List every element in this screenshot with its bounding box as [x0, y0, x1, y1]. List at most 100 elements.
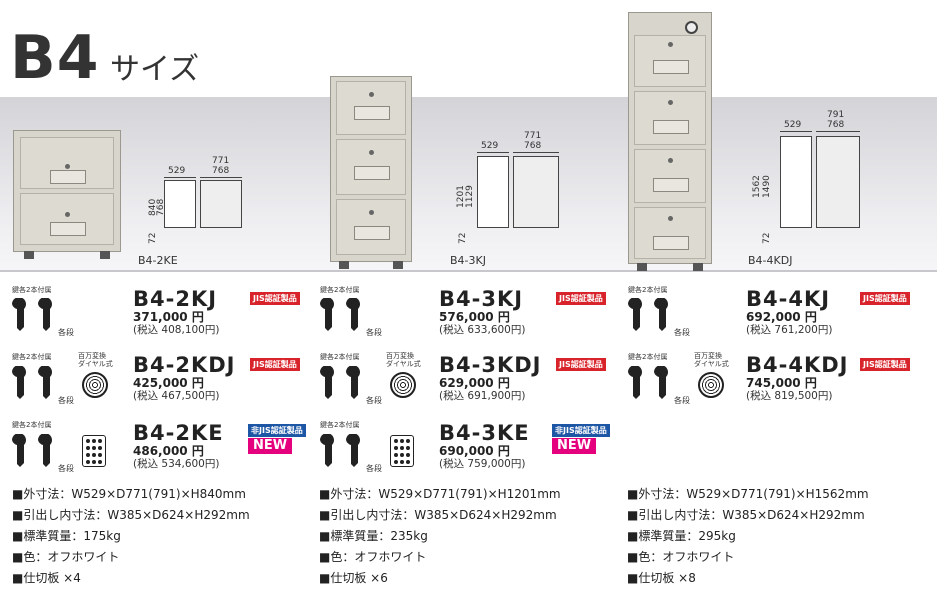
each-tier-label: 各段 [674, 328, 690, 337]
each-tier-label: 各段 [366, 328, 382, 337]
keypad-icon [390, 435, 414, 467]
spec-line: ■引出し内寸法：W385×D624×H292mm [319, 508, 557, 522]
product-price-tax: (税込 819,500円) [746, 390, 833, 402]
dial-label: 百万変換 ダイヤル式 [694, 352, 729, 368]
product-price: 745,000 円 [746, 376, 817, 390]
spec-list-4: ■外寸法：W529×D771(791)×H1562mm ■引出し内寸法：W385… [627, 484, 869, 589]
dim-line [477, 152, 509, 153]
cabinet-drawer [633, 91, 707, 145]
product-column-4: 鍵各2本付属 各段 B4-4KJ 692,000 円 (税込 761,200円)… [616, 280, 937, 480]
cabinet-drawer [633, 207, 707, 259]
size-title-suffix: サイズ [110, 52, 200, 87]
dim-base: 72 [762, 232, 772, 244]
each-tier-label: 各段 [58, 328, 74, 337]
keys-included-label: 鍵各2本付属 [628, 286, 668, 294]
product-model: B4-2KDJ [133, 353, 236, 377]
size-title: B4 [10, 23, 100, 93]
product-price-tax: (税込 691,900円) [439, 390, 526, 402]
product-model: B4-3KE [439, 421, 530, 445]
dim-depth-b: 768 [827, 120, 845, 130]
product-column-3: 鍵各2本付属 各段 B4-3KJ 576,000 円 (税込 633,600円)… [308, 280, 618, 480]
dial-lock-icon [685, 21, 698, 34]
cabinet-drawer [335, 81, 407, 135]
cabinet-drawer [633, 35, 707, 87]
dim-height-a: 1562 [752, 175, 762, 198]
cabinet-image-4-drawer [628, 12, 712, 271]
cabinet-caption: B4-4KDJ [748, 254, 793, 267]
key-icon [320, 298, 360, 331]
spec-line: ■色：オフホワイト [12, 550, 120, 564]
jis-badge: JIS認証製品 [860, 292, 910, 305]
spec-list-2: ■外寸法：W529×D771(791)×H840mm ■引出し内寸法：W385×… [12, 484, 250, 589]
front-view-diagram [477, 156, 509, 228]
spec-line: ■標準質量：175kg [12, 529, 121, 543]
dim-line [780, 131, 812, 132]
each-tier-label: 各段 [58, 396, 74, 405]
each-tier-label: 各段 [366, 396, 382, 405]
dim-depth-b: 768 [524, 141, 542, 151]
keys-included-label: 鍵各2本付属 [320, 421, 360, 429]
side-view-diagram [816, 136, 860, 228]
product-price-tax: (税込 633,600円) [439, 324, 526, 336]
spec-line: ■色：オフホワイト [319, 550, 427, 564]
product-model: B4-3KJ [439, 287, 524, 311]
spec-line: ■引出し内寸法：W385×D624×H292mm [12, 508, 250, 522]
product-price-tax: (税込 408,100円) [133, 324, 220, 336]
keys-included-label: 鍵各2本付属 [12, 286, 52, 294]
keys-included-label: 鍵各2本付属 [628, 353, 668, 361]
product-price: 371,000 円 [133, 310, 204, 324]
non-jis-badge: 非JIS認証製品 [552, 424, 610, 437]
product-model: B4-4KJ [746, 287, 831, 311]
keys-included-label: 鍵各2本付属 [320, 353, 360, 361]
dim-depth-a: 771 [212, 156, 230, 166]
spec-line: ■仕切板 ×4 [12, 571, 81, 585]
key-icon [320, 366, 360, 399]
jis-badge: JIS認証製品 [556, 358, 606, 371]
key-icon [628, 366, 668, 399]
product-price-tax: (税込 534,600円) [133, 458, 220, 470]
spec-line: ■標準質量：295kg [627, 529, 736, 543]
key-icon [320, 434, 360, 467]
product-price: 629,000 円 [439, 376, 510, 390]
floor-line [0, 270, 937, 272]
product-price: 425,000 円 [133, 376, 204, 390]
dial-label: 百万変換 ダイヤル式 [386, 352, 421, 368]
cabinet-drawer [335, 139, 407, 195]
dim-line [816, 131, 860, 132]
cabinet-image-3-drawer [330, 76, 412, 269]
cabinet-drawer [633, 149, 707, 203]
key-icon [628, 298, 668, 331]
dim-depth-b: 768 [212, 166, 230, 176]
each-tier-label: 各段 [58, 464, 74, 473]
spec-line: ■外寸法：W529×D771(791)×H1562mm [627, 487, 869, 501]
dim-base: 72 [458, 232, 468, 244]
product-price-tax: (税込 759,000円) [439, 458, 526, 470]
product-column-2: 鍵各2本付属 各段 B4-2KJ 371,000 円 (税込 408,100円)… [0, 280, 310, 480]
jis-badge: JIS認証製品 [250, 292, 300, 305]
spec-line: ■外寸法：W529×D771(791)×H840mm [12, 487, 246, 501]
new-badge: NEW [552, 438, 597, 454]
dim-depth-a: 791 [827, 110, 845, 120]
spec-line: ■仕切板 ×6 [319, 571, 388, 585]
cabinet-drawer [20, 137, 114, 189]
product-model: B4-2KJ [133, 287, 218, 311]
dim-line [164, 177, 196, 178]
each-tier-label: 各段 [674, 396, 690, 405]
spec-line: ■仕切板 ×8 [627, 571, 696, 585]
product-price: 486,000 円 [133, 444, 204, 458]
product-price: 690,000 円 [439, 444, 510, 458]
dim-width: 529 [784, 120, 802, 130]
dim-line [513, 152, 559, 153]
jis-badge: JIS認証製品 [250, 358, 300, 371]
side-view-diagram [513, 156, 559, 228]
dial-label: 百万変換 ダイヤル式 [78, 352, 113, 368]
side-view-diagram [200, 180, 242, 228]
dim-height-b: 1129 [465, 185, 475, 208]
dial-lock-icon [390, 372, 416, 398]
keys-included-label: 鍵各2本付属 [12, 421, 52, 429]
product-price: 692,000 円 [746, 310, 817, 324]
dim-base: 72 [148, 232, 158, 244]
dial-lock-icon [698, 372, 724, 398]
spec-line: ■外寸法：W529×D771(791)×H1201mm [319, 487, 561, 501]
dim-depth-a: 771 [524, 131, 542, 141]
